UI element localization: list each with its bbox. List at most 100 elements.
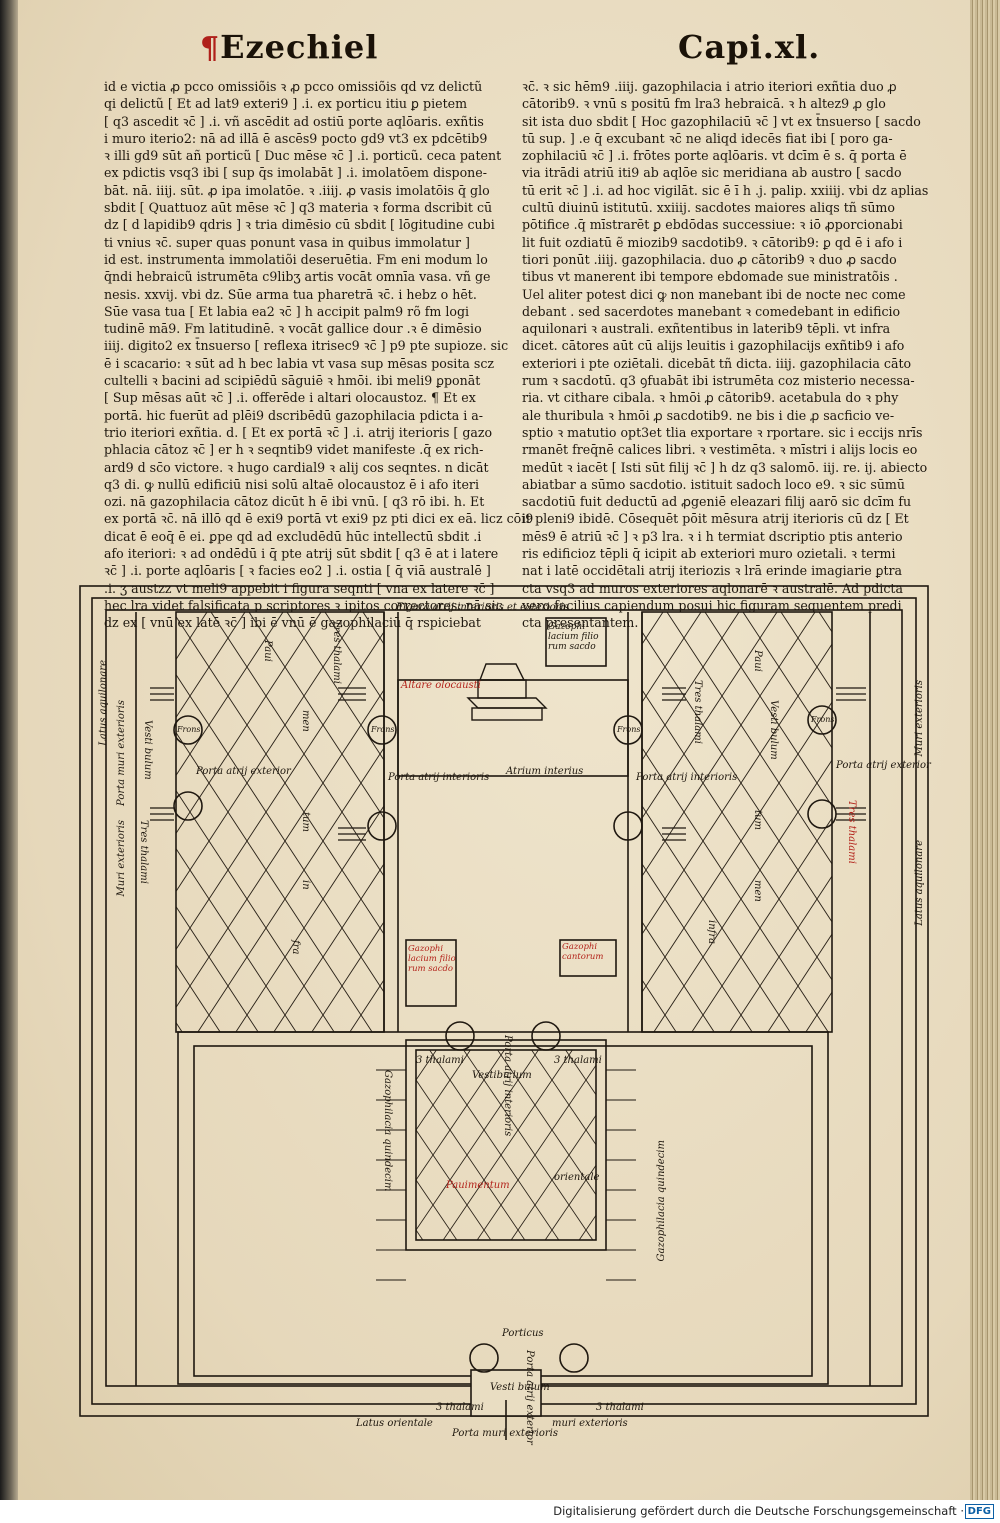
text-line: via itrādi atriū iti9 ab aqlōe sic merid… xyxy=(522,165,902,181)
running-head-left: ¶Ezechiel xyxy=(200,28,378,66)
label-thalami-bot-l: 3 thalami xyxy=(436,1402,484,1413)
temple-plan-drawing xyxy=(79,585,929,1440)
text-line: Uel aliter potest dici ꝙ non manebant ib… xyxy=(522,286,906,302)
label-porta-atrij-interioris-bottom: Porta atrij interioris xyxy=(502,1035,513,1137)
text-line: ꝛ illi gd9 sūt añ porticũ [ Duc mēse ꝛc̄… xyxy=(104,148,502,164)
label-orientale: orientale xyxy=(554,1172,600,1183)
text-line: bāt. nā. iiij. sūt. ꝓ ipa imolatōe. ꝛ .i… xyxy=(104,182,490,198)
label-tres-thalami-ll: Tres thalami xyxy=(138,820,149,884)
text-line: ē i scacario: ꝛ sūt ad h bec labia vt va… xyxy=(104,355,495,371)
page-stack-edge xyxy=(970,0,1000,1500)
text-line: i muro iterio2: nā ad illā ē ascēs9 poct… xyxy=(104,130,488,146)
label-vestibulum-bottom: Vestibu lum xyxy=(472,1070,532,1081)
label-pauimentum-right-d: infra xyxy=(706,920,717,945)
label-porta-atrij-interioris-left: Porta atrij interioris xyxy=(388,772,490,783)
text-line: vero facilius capiendum posui hic figura… xyxy=(522,597,902,613)
label-frons-2: Frons xyxy=(371,725,395,734)
label-gazophilacia-quindecim-left: Gazophilacia quindecim xyxy=(382,1070,393,1192)
text-line: cultū diuinū istitutū. xxiiij. sacdotes … xyxy=(522,200,895,216)
label-thalami-bottom-left: 3 thalami xyxy=(416,1055,464,1066)
label-vestibulum-right: Vesti bulum xyxy=(768,700,779,760)
label-porta-atrij-exterior-left: Porta atrij exterior xyxy=(196,766,291,777)
text-line: id e victia ꝓ pcco omissiõis ꝛ ꝓ pcco om… xyxy=(104,79,483,94)
text-line: [ Sup mēsas aūt ꝛc̄ ] .i. offerēde i alt… xyxy=(104,390,476,406)
text-line: q̄ndi hebraicũ istrumēta c9libʒ artis vo… xyxy=(104,269,491,285)
text-line: .i. ʒ austzz vt meli9 appebit i figura s… xyxy=(104,580,495,596)
text-line: cātorib9. ꝛ vnū s positū fm lra3 hebraic… xyxy=(522,96,886,112)
text-line: ꝛc̄ ] .i. porte aqlōaris [ ꝛ facies eo2 … xyxy=(104,563,491,579)
text-line: sacdotiū fuit deductū ad ꝓgeniē eleazari… xyxy=(522,494,912,510)
running-head-right-text: Capi.xl. xyxy=(678,28,821,66)
label-porta-atrij-interioris-right: Porta atrij interioris xyxy=(636,772,738,783)
label-muri-exterioris-bottom: muri exterioris xyxy=(552,1418,628,1429)
text-line: cta presentantem. xyxy=(522,615,639,631)
text-line: ex pdictis vsq3 ibi [ sup q̄s imolabāt ]… xyxy=(104,165,487,181)
label-muri-exterioris-left: Muri exterioris xyxy=(116,820,127,897)
text-line: ozi. nā gazophilacia cātoz dicūt h ē ibi… xyxy=(104,494,485,510)
label-pauimentum-right-a: Paui xyxy=(752,650,763,672)
label-pauimentum-left-c: tum xyxy=(300,812,311,832)
text-line: tibus vt manerent ibi tempore ebdomade s… xyxy=(522,269,898,285)
text-line: id est. instrumenta immolatiõi deseruēti… xyxy=(104,251,488,267)
text-line: ex portā ꝛc̄. nā illō qd ē exi9 portā vt… xyxy=(104,511,534,527)
text-line: dz [ d lapidib9 qdris ] ꝛ tria dimēsio c… xyxy=(104,217,495,233)
label-pauimentum-left-e: fra xyxy=(290,940,301,955)
text-line: Sūe vasa tua [ Et labia ea2 ꝛc̄ ] h acci… xyxy=(104,303,470,319)
label-gazophilacia-quindecim-right: Gazophilacia quindecim xyxy=(656,1140,667,1262)
label-frons-4: Frons xyxy=(811,715,835,724)
text-column-right: ꝛc̄. ꝛ sic hēm9 .iiij. gazophilacia i at… xyxy=(522,78,928,632)
label-vestibulum-left: Vesti bulum xyxy=(142,720,153,780)
text-line: portā. hic fuerūt ad plēi9 dscribēdū gaz… xyxy=(104,407,484,423)
text-line: it pleni9 ibidē. Cōsequēt pōit mēsura at… xyxy=(522,511,909,527)
label-pauimentum-right-c: tum xyxy=(752,810,763,830)
text-line: sbdit [ Quattuoz aūt mēse ꝛc̄ ] q3 mater… xyxy=(104,200,493,216)
label-pauimentum-right-b: men xyxy=(752,880,763,902)
text-line: pōtifice .q̄ mīstrarēt ꝑ ebdōdas success… xyxy=(522,217,903,233)
label-pauimentum-left-d: in xyxy=(300,880,311,890)
text-line: qi delictũ [ Et ad lat9 exteri9 ] .i. ex… xyxy=(104,96,468,112)
label-frons-1: Frons xyxy=(177,725,201,734)
text-line: ard9 d sc̄o victore. ꝛ hugo cardial9 ꝛ a… xyxy=(104,459,489,475)
text-line: cultelli ꝛ bacini ad scipiēdū sāguiē ꝛ h… xyxy=(104,373,481,389)
text-line: phlacia cātoz ꝛc̄ ] er h ꝛ seqntib9 vide… xyxy=(104,442,484,458)
text-line: exteriori i pte oziētali. dicebāt tñ dic… xyxy=(522,355,912,371)
text-line: rum ꝛ sacdotū. q3 ꝯfuabāt ibi istrumēta … xyxy=(522,373,915,389)
text-line: dicet. cātores aūt cū alijs leuitis i ga… xyxy=(522,338,905,354)
dfg-logo: DFG xyxy=(964,1504,994,1519)
text-line: [ q3 ascedit ꝛc̄ ] .i. vñ ascēdit ad ost… xyxy=(104,113,484,129)
label-atrium-interius: Atrium interius xyxy=(506,766,584,777)
text-line: ti vnius ꝛc̄. super quas ponunt vasa in … xyxy=(104,234,470,250)
label-pauimentum-bottom: Pauimentum xyxy=(446,1180,510,1191)
label-gazophylacium-mid-right: Gazophi cantorum xyxy=(562,942,604,962)
label-porticus-bottom: Porticus xyxy=(502,1328,544,1339)
text-line: tū sup. ] .e q̄ excubant ꝛc̄ ne aliqd id… xyxy=(522,130,893,146)
funding-note: Digitalisierung gefördert durch die Deut… xyxy=(553,1504,964,1518)
label-altar: Altare olocausti xyxy=(401,680,481,691)
text-line: aquilonari ꝛ australi. exñtentibus in la… xyxy=(522,321,891,337)
text-line: tudinē mā9. Fm latitudinē. ꝛ vocāt galli… xyxy=(104,321,482,337)
label-gazophylacium-top: Gazophi lacium filio rum sacdo xyxy=(548,622,599,652)
label-porta-muri-exterioris-left: Porta muri exterioris xyxy=(116,700,127,806)
text-line: ale thuribula ꝛ hmōi ꝓ sacdotib9. ne bis… xyxy=(522,407,895,423)
running-head-left-text: Ezechiel xyxy=(220,28,379,66)
text-line: abiatbar a sūmo sacdotio. istituit sadoc… xyxy=(522,476,905,492)
text-line: q3 di. ꝙ nullū edificiū nisi solū altaē … xyxy=(104,476,479,492)
text-line: hec lra videt falsificata p scriptores ꝛ… xyxy=(104,597,503,613)
label-porta-muri-exterioris-bottom: Porta muri exterioris xyxy=(452,1428,558,1439)
label-pauimentum-left-b: men xyxy=(300,710,311,732)
label-muri-exterioris-right: Muri exterioris xyxy=(914,680,925,757)
text-line: rmanēt freq̄nē calices libri. ꝛ vestimēt… xyxy=(522,442,918,458)
text-column-left: id e victia ꝓ pcco omissiõis ꝛ ꝓ pcco om… xyxy=(104,78,534,632)
text-line: nesis. xxvij. vbi dz. Sūe arma tua phare… xyxy=(104,286,477,302)
rubric-mark: ¶ xyxy=(200,31,221,66)
text-line: cta vsq3 ad muros exteriores aqlonarē ꝛ … xyxy=(522,580,903,596)
text-line: medūt ꝛ iacēt [ Isti sūt filij ꝛc̄ ] h d… xyxy=(522,459,928,475)
label-pauimentum-left-a: Paui xyxy=(262,640,273,662)
footer-bar: Digitalisierung gefördert durch die Deut… xyxy=(0,1500,1000,1523)
label-latus-aquilonare-left: Latus aquilonare xyxy=(98,660,109,746)
label-thalami-bot-r: 3 thalami xyxy=(596,1402,644,1413)
book-page: ¶Ezechiel Capi.xl. id e victia ꝓ pcco om… xyxy=(18,0,970,1500)
label-thalami-bottom-right: 3 thalami xyxy=(554,1055,602,1066)
text-line: ria. vt cithare cibala. ꝛ hmōi ꝓ cātorib… xyxy=(522,390,899,406)
label-figure-title: Figura atrij interioris et exterioris xyxy=(396,602,569,613)
